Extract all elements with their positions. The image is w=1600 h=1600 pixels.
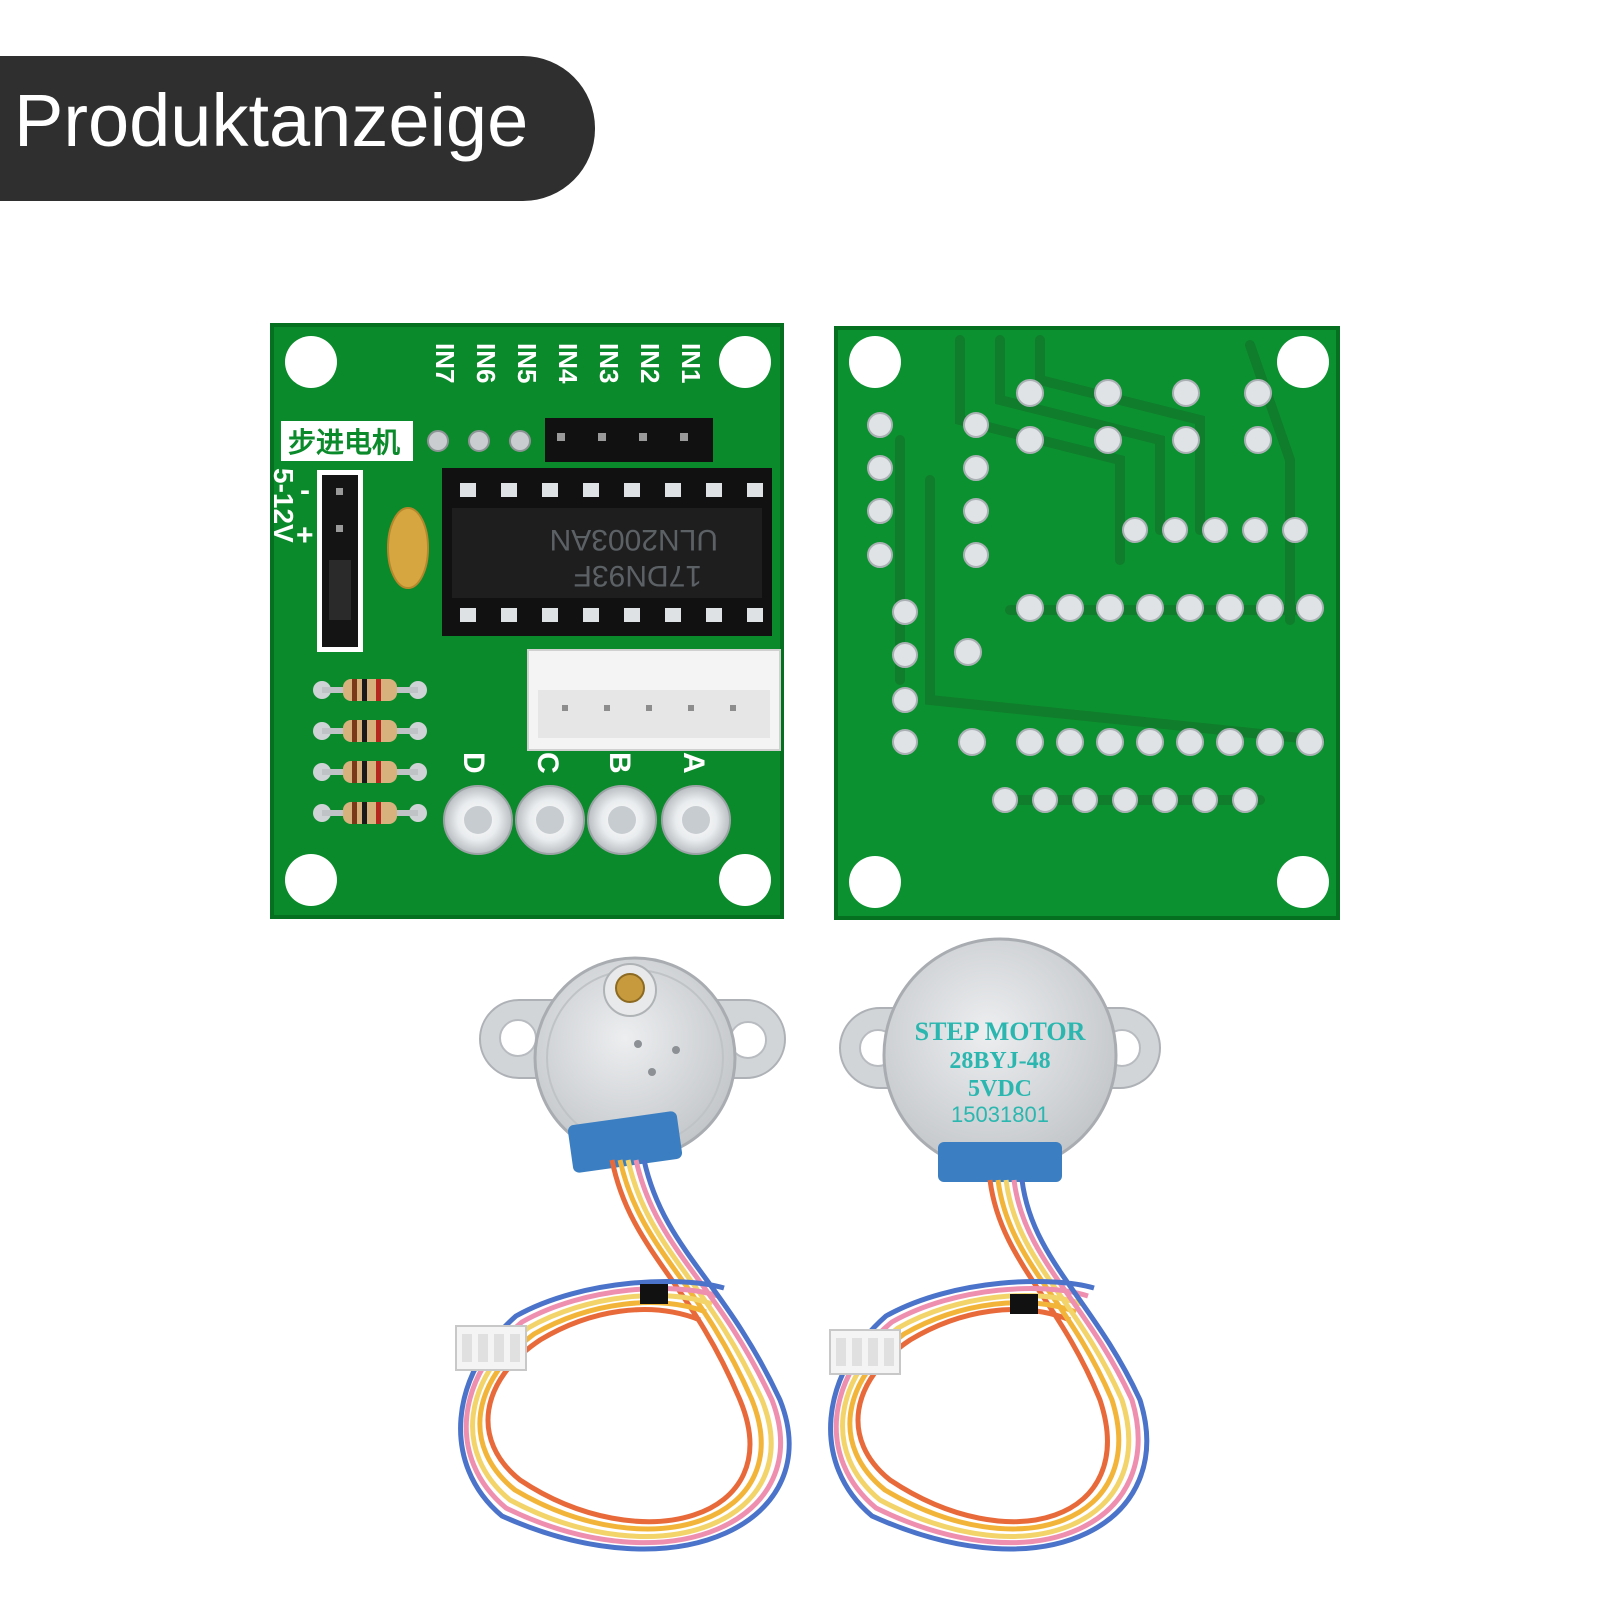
uln2003-chip: ULN2003AN 17DN93F [442,468,772,636]
motor-label-line2: 28BYJ-48 [949,1048,1050,1074]
voltage-label: 5-12V [268,468,299,543]
mount-hole [849,336,901,388]
banner-title: Produktanzeige [14,79,529,162]
chip-marking-line1: ULN2003AN [550,523,718,556]
status-leds [443,785,731,855]
minus-label: - [300,474,310,507]
solder-joints [867,379,1324,813]
input-labels: IN7 IN6 IN5 IN4 IN3 IN2 IN1 [430,343,706,384]
silkscreen-title: 步进电机 [288,426,400,459]
mount-hole [719,854,771,906]
motor-label-line4: 15031801 [951,1102,1049,1127]
mount-hole [1277,336,1329,388]
input-label: IN4 [553,343,583,384]
power-header [317,470,363,652]
mount-hole [849,856,901,908]
driver-board-back [834,326,1340,920]
input-label: IN1 [676,343,706,383]
motor-label-line1: STEP MOTOR [915,1017,1086,1046]
driver-board-front: IN7 IN6 IN5 IN4 IN3 IN2 IN1 步进电机 5-12V -… [268,323,784,919]
input-label: IN3 [594,343,624,383]
mount-hole [719,336,771,388]
title-banner: Produktanzeige [0,56,595,201]
input-label: IN6 [471,343,501,383]
stepper-motor-rear [455,956,792,1552]
led-label: D [457,752,490,774]
input-label: IN5 [512,343,542,383]
input-label: IN2 [635,343,665,383]
motor-label-line3: 5VDC [968,1076,1032,1102]
resistors [313,679,427,824]
input-header [427,418,713,462]
plus-label: + [296,519,314,552]
mount-hole [285,854,337,906]
input-label: IN7 [430,343,460,383]
chip-marking-line2: 17DN93F [574,559,702,592]
motor-connector [527,649,781,751]
led-label: C [531,752,564,774]
led-label: A [677,752,710,774]
capacitor [387,507,429,589]
mount-hole [285,336,337,388]
stepper-motor-front: STEP MOTOR 28BYJ-48 5VDC 15031801 [828,937,1161,1552]
mount-hole [1277,856,1329,908]
led-label: B [603,752,636,774]
